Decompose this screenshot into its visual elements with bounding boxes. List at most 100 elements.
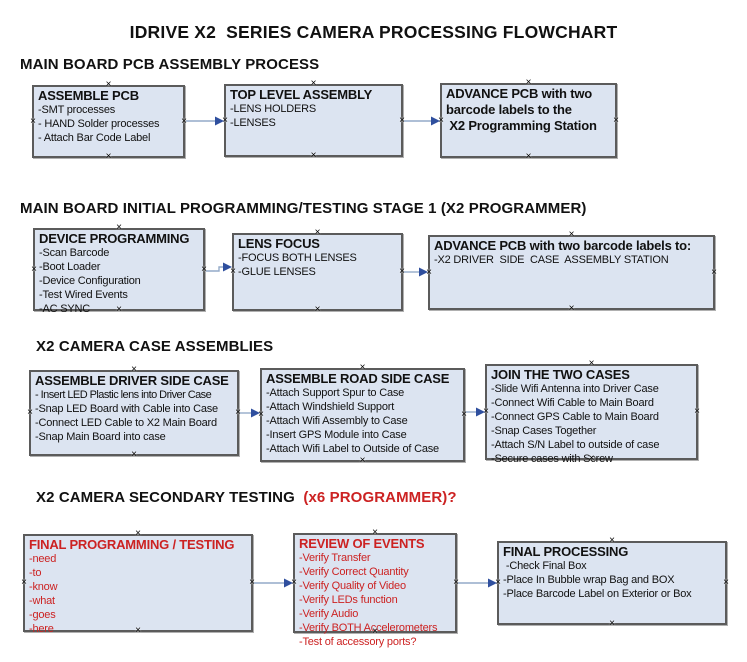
section-header-initial-programming: MAIN BOARD INITIAL PROGRAMMING/TESTING S… bbox=[20, 200, 587, 217]
box-line: - HAND Solder processes bbox=[38, 118, 160, 130]
flow-arrow-top-level-to-advance bbox=[404, 116, 440, 126]
box-title: ASSEMBLE ROAD SIDE CASE bbox=[266, 371, 450, 386]
box-title: ASSEMBLE DRIVER SIDE CASE bbox=[35, 373, 229, 388]
connection-handle-icon: × bbox=[21, 577, 27, 588]
box-title: X2 Programming Station bbox=[446, 118, 597, 133]
box-line: -FOCUS BOTH LENSES bbox=[238, 252, 357, 264]
box-line: -Attach Windshield Support bbox=[266, 401, 395, 413]
section-header-red-part: (x6 PROGRAMMER)? bbox=[299, 489, 457, 506]
box-line: -AC SYNC bbox=[39, 303, 90, 315]
box-title: LENS FOCUS bbox=[238, 236, 320, 251]
box-line: -what bbox=[29, 595, 55, 607]
box-line: -Slide Wifi Antenna into Driver Case bbox=[491, 383, 659, 395]
connection-handle-icon: × bbox=[613, 114, 619, 126]
box-line: -know bbox=[29, 581, 58, 593]
flow-box-top-level-assembly: TOP LEVEL ASSEMBLY -LENS HOLDERS -LENSES… bbox=[222, 79, 405, 161]
box-title: ASSEMBLE PCB bbox=[38, 88, 139, 103]
flow-arrow-assemble-pcb-to-top-level bbox=[186, 116, 224, 126]
box-line: -LENSES bbox=[230, 117, 276, 129]
box-line: -Place In Bubble wrap Bag and BOX bbox=[503, 574, 675, 586]
flow-box-device-programming: DEVICE PROGRAMMING -Scan Barcode -Boot L… bbox=[31, 223, 207, 316]
flow-box-assemble-driver-side-case: ASSEMBLE DRIVER SIDE CASE - Insert LED P… bbox=[27, 365, 241, 460]
connection-handle-icon: × bbox=[314, 304, 321, 315]
box-line: -Secure cases with Screw bbox=[491, 453, 613, 465]
box-title: barcode labels to the bbox=[446, 102, 572, 117]
box-title: ADVANCE PCB with two bbox=[446, 86, 592, 101]
section-header-case-assemblies: X2 CAMERA CASE ASSEMBLIES bbox=[36, 338, 274, 355]
box-line: -X2 DRIVER SIDE CASE ASSEMBLY STATION bbox=[434, 254, 669, 266]
box-line: -Verify Audio bbox=[299, 608, 359, 620]
box-title: FINAL PROCESSING bbox=[503, 544, 629, 559]
connection-handle-icon: × bbox=[711, 266, 717, 278]
connection-handle-icon: × bbox=[310, 150, 317, 161]
box-line: -SMT processes bbox=[38, 104, 116, 116]
box-line: -Scan Barcode bbox=[39, 247, 110, 259]
box-line: -Verify Correct Quantity bbox=[299, 566, 409, 578]
box-line: -Verify Quality of Video bbox=[299, 580, 406, 592]
box-line: -here bbox=[29, 623, 54, 635]
box-line: -Verify Transfer bbox=[299, 552, 371, 564]
flow-box-lens-focus: LENS FOCUS -FOCUS BOTH LENSES -GLUE LENS… bbox=[230, 228, 405, 315]
box-line: -Device Configuration bbox=[39, 275, 141, 287]
connection-handle-icon: × bbox=[131, 449, 137, 460]
connection-handle-icon: × bbox=[694, 406, 700, 417]
connection-handle-icon: × bbox=[27, 407, 33, 418]
box-line: -Verify LEDs function bbox=[299, 594, 398, 606]
section-header-pcb-assembly: MAIN BOARD PCB ASSEMBLY PROCESS bbox=[20, 56, 320, 73]
box-title: ADVANCE PCB with two barcode labels to: bbox=[434, 238, 692, 253]
box-line: -to bbox=[29, 567, 42, 579]
box-line: -Connect GPS Cable to Main Board bbox=[491, 411, 659, 423]
box-line: -GLUE LENSES bbox=[238, 266, 316, 278]
box-line: -Attach S/N Label to outside of case bbox=[491, 439, 660, 451]
flow-box-final-programming-testing: FINAL PROGRAMMING / TESTING -need -to -k… bbox=[21, 529, 255, 636]
box-line: -need bbox=[29, 553, 57, 565]
box-line: - Attach Bar Code Label bbox=[38, 132, 151, 144]
flow-arrow-final-programming-to-review bbox=[254, 578, 293, 588]
connection-handle-icon: × bbox=[609, 618, 615, 629]
connection-handle-icon: × bbox=[525, 151, 532, 162]
connection-handle-icon: × bbox=[359, 455, 366, 466]
box-line: -Test of accessory ports? bbox=[299, 636, 417, 648]
box-line: -Place Barcode Label on Exterior or Box bbox=[503, 588, 692, 600]
box-line: -Verify BOTH Accelerometers bbox=[299, 622, 438, 634]
box-title: DEVICE PROGRAMMING bbox=[39, 231, 190, 246]
flow-arrow-road-case-to-join-cases bbox=[466, 407, 485, 417]
flow-box-assemble-road-side-case: ASSEMBLE ROAD SIDE CASE -Attach Support … bbox=[258, 363, 467, 466]
section-header-black-part: X2 CAMERA SECONDARY TESTING bbox=[36, 489, 300, 506]
connection-handle-icon: × bbox=[31, 263, 37, 275]
box-line: -Connect LED Cable to X2 Main Board bbox=[35, 417, 217, 429]
connection-handle-icon: × bbox=[723, 577, 729, 588]
box-line: -Insert GPS Module into Case bbox=[266, 429, 407, 441]
flow-box-assemble-pcb: ASSEMBLE PCB -SMT processes - HAND Solde… bbox=[30, 80, 187, 162]
flow-arrow-lens-focus-to-advance bbox=[404, 267, 428, 277]
flow-box-final-processing: FINAL PROCESSING -Check Final Box -Place… bbox=[495, 536, 729, 629]
flowchart-title: IDRIVE X2 SERIES CAMERA PROCESSING FLOWC… bbox=[129, 22, 618, 42]
box-line: -goes bbox=[29, 609, 56, 621]
box-line: -Snap LED Board with Cable into Case bbox=[35, 403, 218, 415]
flow-box-advance-to-programming-station: ADVANCE PCB with two barcode labels to t… bbox=[438, 78, 619, 162]
section-header-secondary-testing: X2 CAMERA SECONDARY TESTING (x6 PROGRAMM… bbox=[36, 489, 457, 506]
connection-handle-icon: × bbox=[568, 303, 575, 314]
box-title: REVIEW OF EVENTS bbox=[299, 536, 425, 551]
flow-arrow-driver-case-to-road-case bbox=[240, 408, 260, 418]
connection-handle-icon: × bbox=[30, 115, 36, 127]
box-line: -Snap Cases Together bbox=[491, 425, 597, 437]
flow-arrow-review-to-final-processing bbox=[458, 578, 497, 588]
box-line: -Check Final Box bbox=[503, 560, 587, 572]
box-line: -Attach Support Spur to Case bbox=[266, 387, 405, 399]
flow-box-advance-to-case-station: ADVANCE PCB with two barcode labels to: … bbox=[426, 230, 717, 314]
box-line: - Insert LED Plastic lens into Driver Ca… bbox=[35, 389, 212, 401]
box-line: -Attach Wifi Label to Outside of Case bbox=[266, 443, 439, 455]
box-title: FINAL PROGRAMMING / TESTING bbox=[29, 537, 235, 552]
box-line: -Test Wired Events bbox=[39, 289, 128, 301]
box-line: -LENS HOLDERS bbox=[230, 103, 317, 115]
connection-handle-icon: × bbox=[105, 151, 112, 162]
box-line: -Connect Wifi Cable to Main Board bbox=[491, 397, 654, 409]
flow-box-join-the-two-cases: JOIN THE TWO CASES -Slide Wifi Antenna i… bbox=[483, 359, 700, 466]
flow-arrow-device-programming-to-lens-focus bbox=[206, 262, 232, 272]
box-title: JOIN THE TWO CASES bbox=[491, 367, 630, 382]
box-title: TOP LEVEL ASSEMBLY bbox=[230, 87, 373, 102]
flow-box-review-of-events: REVIEW OF EVENTS -Verify Transfer -Verif… bbox=[291, 528, 459, 649]
box-line: -Boot Loader bbox=[39, 261, 101, 273]
